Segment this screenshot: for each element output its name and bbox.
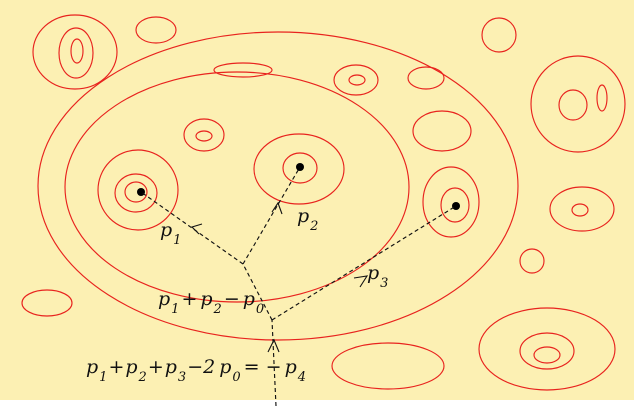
path-to-p2 [242, 166, 301, 265]
top-left-inner-ring [70, 38, 84, 64]
large-outer-ring [37, 31, 519, 341]
label-p1: p1 [160, 219, 181, 248]
right-tiny-circle [519, 248, 545, 274]
arrow-p1 [190, 223, 203, 235]
small-ring-center-left-inner [195, 130, 213, 142]
momentum-paths [140, 166, 457, 406]
large-inner-ring [64, 71, 410, 303]
top-left-outer-ring [32, 14, 118, 90]
arrow-p4 [267, 338, 280, 353]
arrow-p3 [353, 275, 369, 288]
right-mid-ring [412, 110, 472, 152]
path-to-p3 [271, 205, 457, 321]
bottom-center-ring [331, 342, 445, 390]
label-p3: p3 [367, 262, 388, 291]
top-right-center-inner [348, 74, 366, 86]
p3-outer-ring [422, 166, 480, 238]
bottom-right-mid [519, 332, 575, 370]
contour-rings [21, 14, 626, 391]
top-right-circle [481, 17, 517, 53]
p1-mid-ring [114, 173, 158, 213]
bottom-right-outer [478, 307, 616, 391]
label-p1-plus-p2-minus-p0: p1+p2−p0 [158, 288, 264, 317]
p2-outer-ring [253, 133, 345, 205]
small-ring-center-left [183, 118, 225, 152]
p1-outer-ring [97, 149, 179, 231]
left-small-ring [21, 289, 73, 317]
point-p1 [137, 188, 145, 196]
top-small-ring [135, 16, 177, 44]
top-left-mid-ring [58, 27, 94, 79]
label-p2: p2 [297, 205, 318, 234]
top-right-small-ring [407, 66, 445, 90]
right-large-inner-b [596, 84, 608, 112]
top-right-center-ring [333, 64, 379, 96]
p3-inner-ring [440, 187, 470, 223]
p1-inner-ring [124, 181, 148, 203]
bottom-right-inner [533, 346, 561, 364]
point-p3 [452, 202, 460, 210]
right-small-outer [549, 186, 615, 232]
path-p4-incoming [271, 319, 277, 406]
arrow-p2 [271, 201, 283, 215]
path-to-vertex-12 [242, 263, 273, 321]
right-small-inner [571, 203, 589, 217]
top-center-ring [213, 62, 273, 78]
right-large-ring [530, 55, 626, 153]
right-large-inner-a [558, 89, 588, 121]
p2-inner-ring [282, 152, 318, 184]
